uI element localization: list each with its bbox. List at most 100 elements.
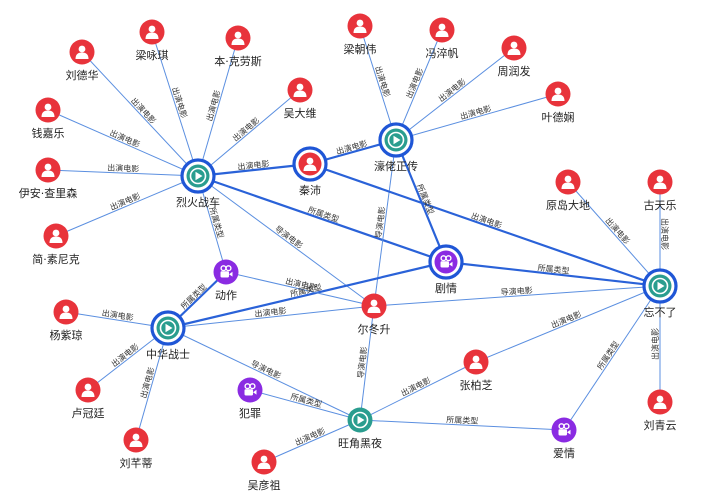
- person-node-wuyanzu[interactable]: 吴彦祖: [248, 449, 281, 493]
- edge-label: 出演电影: [129, 95, 158, 125]
- person-body: [551, 94, 565, 101]
- person-icon: [367, 299, 381, 313]
- node-label: 杨紫琼: [50, 328, 83, 342]
- edge-haojiangzhuan-juqing: [394, 139, 448, 263]
- movie-node-zhonghuazhanshi[interactable]: 中华战士: [146, 310, 190, 361]
- film-camera-icon: [558, 423, 571, 436]
- person-node-qinpei[interactable]: 秦沛: [292, 146, 328, 197]
- person-node-liudehua[interactable]: 刘德华: [66, 39, 99, 83]
- person-head: [656, 175, 664, 183]
- genre-node-fanzui[interactable]: 犯罪: [237, 377, 263, 421]
- person-node-liuqingyun[interactable]: 刘青云: [644, 389, 677, 433]
- movie-node-wangjiaoheiye[interactable]: 旺角黑夜: [338, 407, 382, 451]
- film-camera-icon: [440, 255, 453, 268]
- node-label: 秦沛: [299, 183, 321, 197]
- edge-layer: [47, 25, 661, 463]
- genre-node-dongzuo[interactable]: 动作: [213, 259, 239, 303]
- person-head: [132, 433, 140, 441]
- person-node-liangchaowei[interactable]: 梁朝伟: [344, 13, 377, 57]
- person-node-yuandaodadi[interactable]: 原岛大地: [546, 169, 590, 213]
- edge-label: 所属类型: [415, 182, 436, 215]
- person-node-qianjiale[interactable]: 钱嘉乐: [32, 97, 65, 141]
- person-node-yedexian[interactable]: 叶德娴: [542, 81, 575, 125]
- camera-lens: [229, 271, 233, 277]
- edge-label: 出演电影: [436, 76, 467, 104]
- camera-lens: [449, 261, 453, 267]
- person-body: [81, 390, 95, 397]
- person-node-fengcuifan[interactable]: 冯淬帆: [426, 17, 459, 61]
- edge-fengcuifan-haojiangzhuan: [395, 29, 443, 141]
- film-camera-icon: [244, 383, 257, 396]
- play-ring: [651, 277, 669, 295]
- person-node-benkelaosi[interactable]: 本·克劳斯: [214, 25, 262, 69]
- person-node-jiansuniken[interactable]: 简·素尼克: [32, 223, 80, 267]
- person-node-gutianle[interactable]: 古天乐: [644, 169, 677, 213]
- edge-wangbuliao-juqing: [445, 260, 661, 288]
- node-label: 烈火战车: [176, 195, 220, 209]
- edge-label: 所属类型: [179, 282, 209, 311]
- node-label: 钱嘉乐: [32, 126, 65, 140]
- play-triangle: [357, 415, 365, 425]
- edge-label: 导演电影: [500, 285, 533, 297]
- person-icon: [303, 157, 317, 171]
- person-icon: [41, 163, 55, 177]
- person-body: [129, 440, 143, 447]
- person-head: [296, 83, 304, 91]
- person-icon: [49, 229, 63, 243]
- genre-node-juqing[interactable]: 剧情: [428, 244, 464, 295]
- movie-node-liehuozhanche[interactable]: 烈火战车: [176, 158, 220, 209]
- edge-label: 出演电影: [108, 127, 141, 149]
- person-body: [231, 38, 245, 45]
- movie-node-haojiangzhuan[interactable]: 濠佬正传: [374, 122, 418, 173]
- play-ring: [351, 411, 369, 429]
- edge-label: 出演电影: [404, 66, 426, 99]
- genre-node-aiqing[interactable]: 爱情: [551, 417, 577, 461]
- node-label: 原岛大地: [546, 198, 590, 212]
- node-label: 动作: [215, 289, 237, 302]
- person-node-erdongsheng[interactable]: 尔冬升: [358, 293, 391, 337]
- person-node-yianchalisen[interactable]: 伊安·查里森: [19, 157, 78, 201]
- node-label: 伊安·查里森: [19, 186, 78, 200]
- node-label: 中华战士: [146, 347, 190, 361]
- edge-zhonghuazhanshi-wangjiaoheiye: [167, 327, 361, 421]
- node-label: 犯罪: [239, 407, 261, 420]
- person-body: [145, 32, 159, 39]
- camera-body: [558, 429, 567, 436]
- person-body: [561, 182, 575, 189]
- person-icon: [41, 103, 55, 117]
- movie-node-wangbuliao[interactable]: 忘不了: [642, 268, 678, 319]
- person-node-zhangbozhi[interactable]: 张柏芝: [460, 349, 493, 393]
- edge-label: 出演电影: [170, 86, 189, 120]
- person-icon: [507, 41, 521, 55]
- person-node-zhourunfa[interactable]: 周润发: [498, 35, 531, 79]
- person-head: [62, 305, 70, 313]
- edge-yedexian-haojiangzhuan: [395, 93, 559, 141]
- edge-label: 出演电影: [470, 210, 504, 230]
- edge-dongzuo-erdongsheng: [225, 271, 375, 307]
- edge-liehuozhanche-juqing: [197, 174, 447, 264]
- person-icon: [293, 83, 307, 97]
- person-head: [510, 41, 518, 49]
- edge-label: 所属类型: [446, 414, 478, 426]
- person-icon: [561, 175, 575, 189]
- person-node-lianyongqi[interactable]: 梁咏琪: [136, 19, 169, 63]
- edge-erdongsheng-liehuozhanche: [197, 175, 375, 307]
- edge-label: 所属类型: [595, 339, 621, 371]
- reel-right: [249, 383, 256, 390]
- play-ring: [159, 319, 177, 337]
- edge-label: 导演电影: [373, 206, 387, 239]
- edge-liangchaowei-haojiangzhuan: [359, 25, 397, 141]
- person-node-wudawei[interactable]: 吴大维: [284, 77, 317, 121]
- node-label: 吴彦祖: [248, 478, 281, 492]
- person-body: [367, 306, 381, 313]
- edge-wangjiaoheiye-aiqing: [359, 419, 565, 431]
- person-node-liuqianti[interactable]: 刘芊蒂: [120, 427, 153, 471]
- film-camera-icon: [220, 265, 233, 278]
- person-node-yangziqiong[interactable]: 杨紫琼: [50, 299, 83, 343]
- person-body: [41, 110, 55, 117]
- person-node-luguanting[interactable]: 卢冠廷: [72, 377, 105, 421]
- node-label: 古天乐: [644, 199, 677, 212]
- person-body: [75, 52, 89, 59]
- edge-qinpei-wangbuliao: [309, 162, 661, 288]
